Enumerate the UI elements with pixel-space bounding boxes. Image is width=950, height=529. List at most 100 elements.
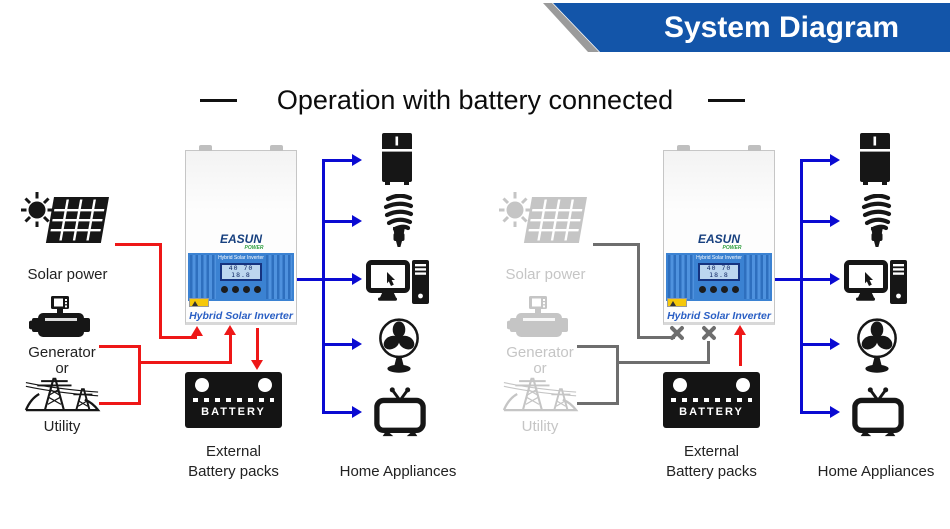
flow-line bbox=[256, 328, 259, 362]
refrigerator-icon bbox=[858, 133, 892, 185]
flow-line bbox=[322, 159, 325, 414]
flow-line bbox=[322, 159, 353, 162]
utility-label: Utility bbox=[521, 418, 559, 435]
home-appliances-label: Home Appliances bbox=[817, 463, 935, 480]
solar-panel-icon bbox=[523, 196, 591, 244]
flow-line bbox=[322, 220, 353, 223]
tv-icon bbox=[852, 386, 904, 438]
disconnect-x-icon bbox=[701, 325, 717, 341]
flow-line bbox=[800, 159, 831, 162]
solar-power-label: Solar power bbox=[27, 266, 108, 283]
flow-line bbox=[800, 411, 831, 414]
flow-line bbox=[159, 336, 197, 339]
generator-icon bbox=[29, 296, 93, 346]
battery-caption: Battery packs bbox=[188, 463, 279, 480]
generator-label: Generator bbox=[28, 344, 96, 361]
battery-caption: External bbox=[205, 443, 262, 460]
brand-logo: EASUN POWER bbox=[219, 232, 264, 251]
disconnect-x-icon bbox=[669, 325, 685, 341]
brand-logo: EASUN POWER bbox=[697, 232, 742, 251]
flow-line bbox=[138, 361, 232, 364]
inverter-name: Hybrid Solar Inverter bbox=[189, 310, 293, 322]
generator-icon bbox=[507, 296, 571, 346]
or-label: or bbox=[55, 360, 69, 377]
flow-line bbox=[800, 343, 831, 346]
fan-icon bbox=[377, 318, 421, 374]
utility-label: Utility bbox=[43, 418, 81, 435]
disconnected-line bbox=[577, 345, 619, 348]
control-buttons bbox=[218, 286, 264, 293]
disconnected-line bbox=[577, 402, 619, 405]
arrow-right-icon bbox=[830, 154, 840, 166]
control-buttons bbox=[696, 286, 742, 293]
desktop-computer-icon bbox=[844, 260, 908, 306]
flow-line bbox=[800, 159, 803, 414]
arrow-up-icon bbox=[224, 325, 236, 335]
diagram-sources-active: Solar power Generator or Utility EASUN P… bbox=[0, 0, 472, 529]
utility-towers-icon bbox=[23, 374, 101, 412]
flow-line bbox=[229, 334, 232, 364]
arrow-up-icon bbox=[734, 325, 746, 335]
refrigerator-icon bbox=[380, 133, 414, 185]
arrow-right-icon bbox=[352, 406, 362, 418]
battery-icon: BATTERY bbox=[663, 372, 760, 428]
disconnected-line bbox=[637, 243, 640, 339]
flow-line bbox=[739, 335, 742, 366]
battery-caption: External bbox=[683, 443, 740, 460]
home-appliances-label: Home Appliances bbox=[339, 463, 457, 480]
disconnected-line bbox=[616, 345, 619, 405]
arrow-right-icon bbox=[352, 338, 362, 350]
disconnected-line bbox=[616, 361, 710, 364]
arrow-up-icon bbox=[191, 326, 203, 336]
flow-line bbox=[322, 411, 353, 414]
banner: System Diagram bbox=[543, 3, 950, 52]
arrow-right-icon bbox=[352, 154, 362, 166]
disconnected-line bbox=[637, 336, 675, 339]
utility-towers-icon bbox=[501, 374, 579, 412]
tv-icon bbox=[374, 386, 426, 438]
generator-label: Generator bbox=[506, 344, 574, 361]
heading-dash-left bbox=[200, 99, 237, 102]
cfl-bulb-icon bbox=[861, 194, 893, 248]
solar-panel-icon bbox=[45, 196, 113, 244]
heading-dash-right bbox=[708, 99, 745, 102]
diagram-battery-only: Solar power Generator or Utility EASUN P… bbox=[478, 0, 950, 529]
arrow-right-icon bbox=[830, 215, 840, 227]
flow-line bbox=[115, 243, 162, 246]
flow-line bbox=[322, 278, 353, 281]
battery-icon: BATTERY bbox=[185, 372, 282, 428]
desktop-computer-icon bbox=[366, 260, 430, 306]
arrow-right-icon bbox=[830, 273, 840, 285]
disconnected-line bbox=[707, 341, 710, 364]
or-label: or bbox=[533, 360, 547, 377]
arrow-right-icon bbox=[830, 338, 840, 350]
flow-line bbox=[775, 278, 802, 281]
inverter-name: Hybrid Solar Inverter bbox=[667, 310, 771, 322]
banner-ribbon bbox=[553, 3, 950, 52]
arrow-right-icon bbox=[352, 215, 362, 227]
battery-caption: Battery packs bbox=[666, 463, 757, 480]
flow-line bbox=[322, 343, 353, 346]
heading: Operation with battery connected bbox=[276, 85, 674, 115]
cfl-bulb-icon bbox=[383, 194, 415, 248]
flow-line bbox=[800, 278, 831, 281]
page-title: System Diagram bbox=[663, 11, 900, 44]
disconnected-line bbox=[593, 243, 640, 246]
flow-line bbox=[99, 402, 141, 405]
flow-line bbox=[99, 345, 141, 348]
solar-power-label: Solar power bbox=[505, 266, 586, 283]
flow-line bbox=[138, 345, 141, 405]
arrow-right-icon bbox=[352, 273, 362, 285]
arrow-right-icon bbox=[830, 406, 840, 418]
flow-line bbox=[159, 243, 162, 339]
warning-label-icon bbox=[189, 298, 209, 307]
fan-icon bbox=[855, 318, 899, 374]
flow-line bbox=[297, 278, 324, 281]
